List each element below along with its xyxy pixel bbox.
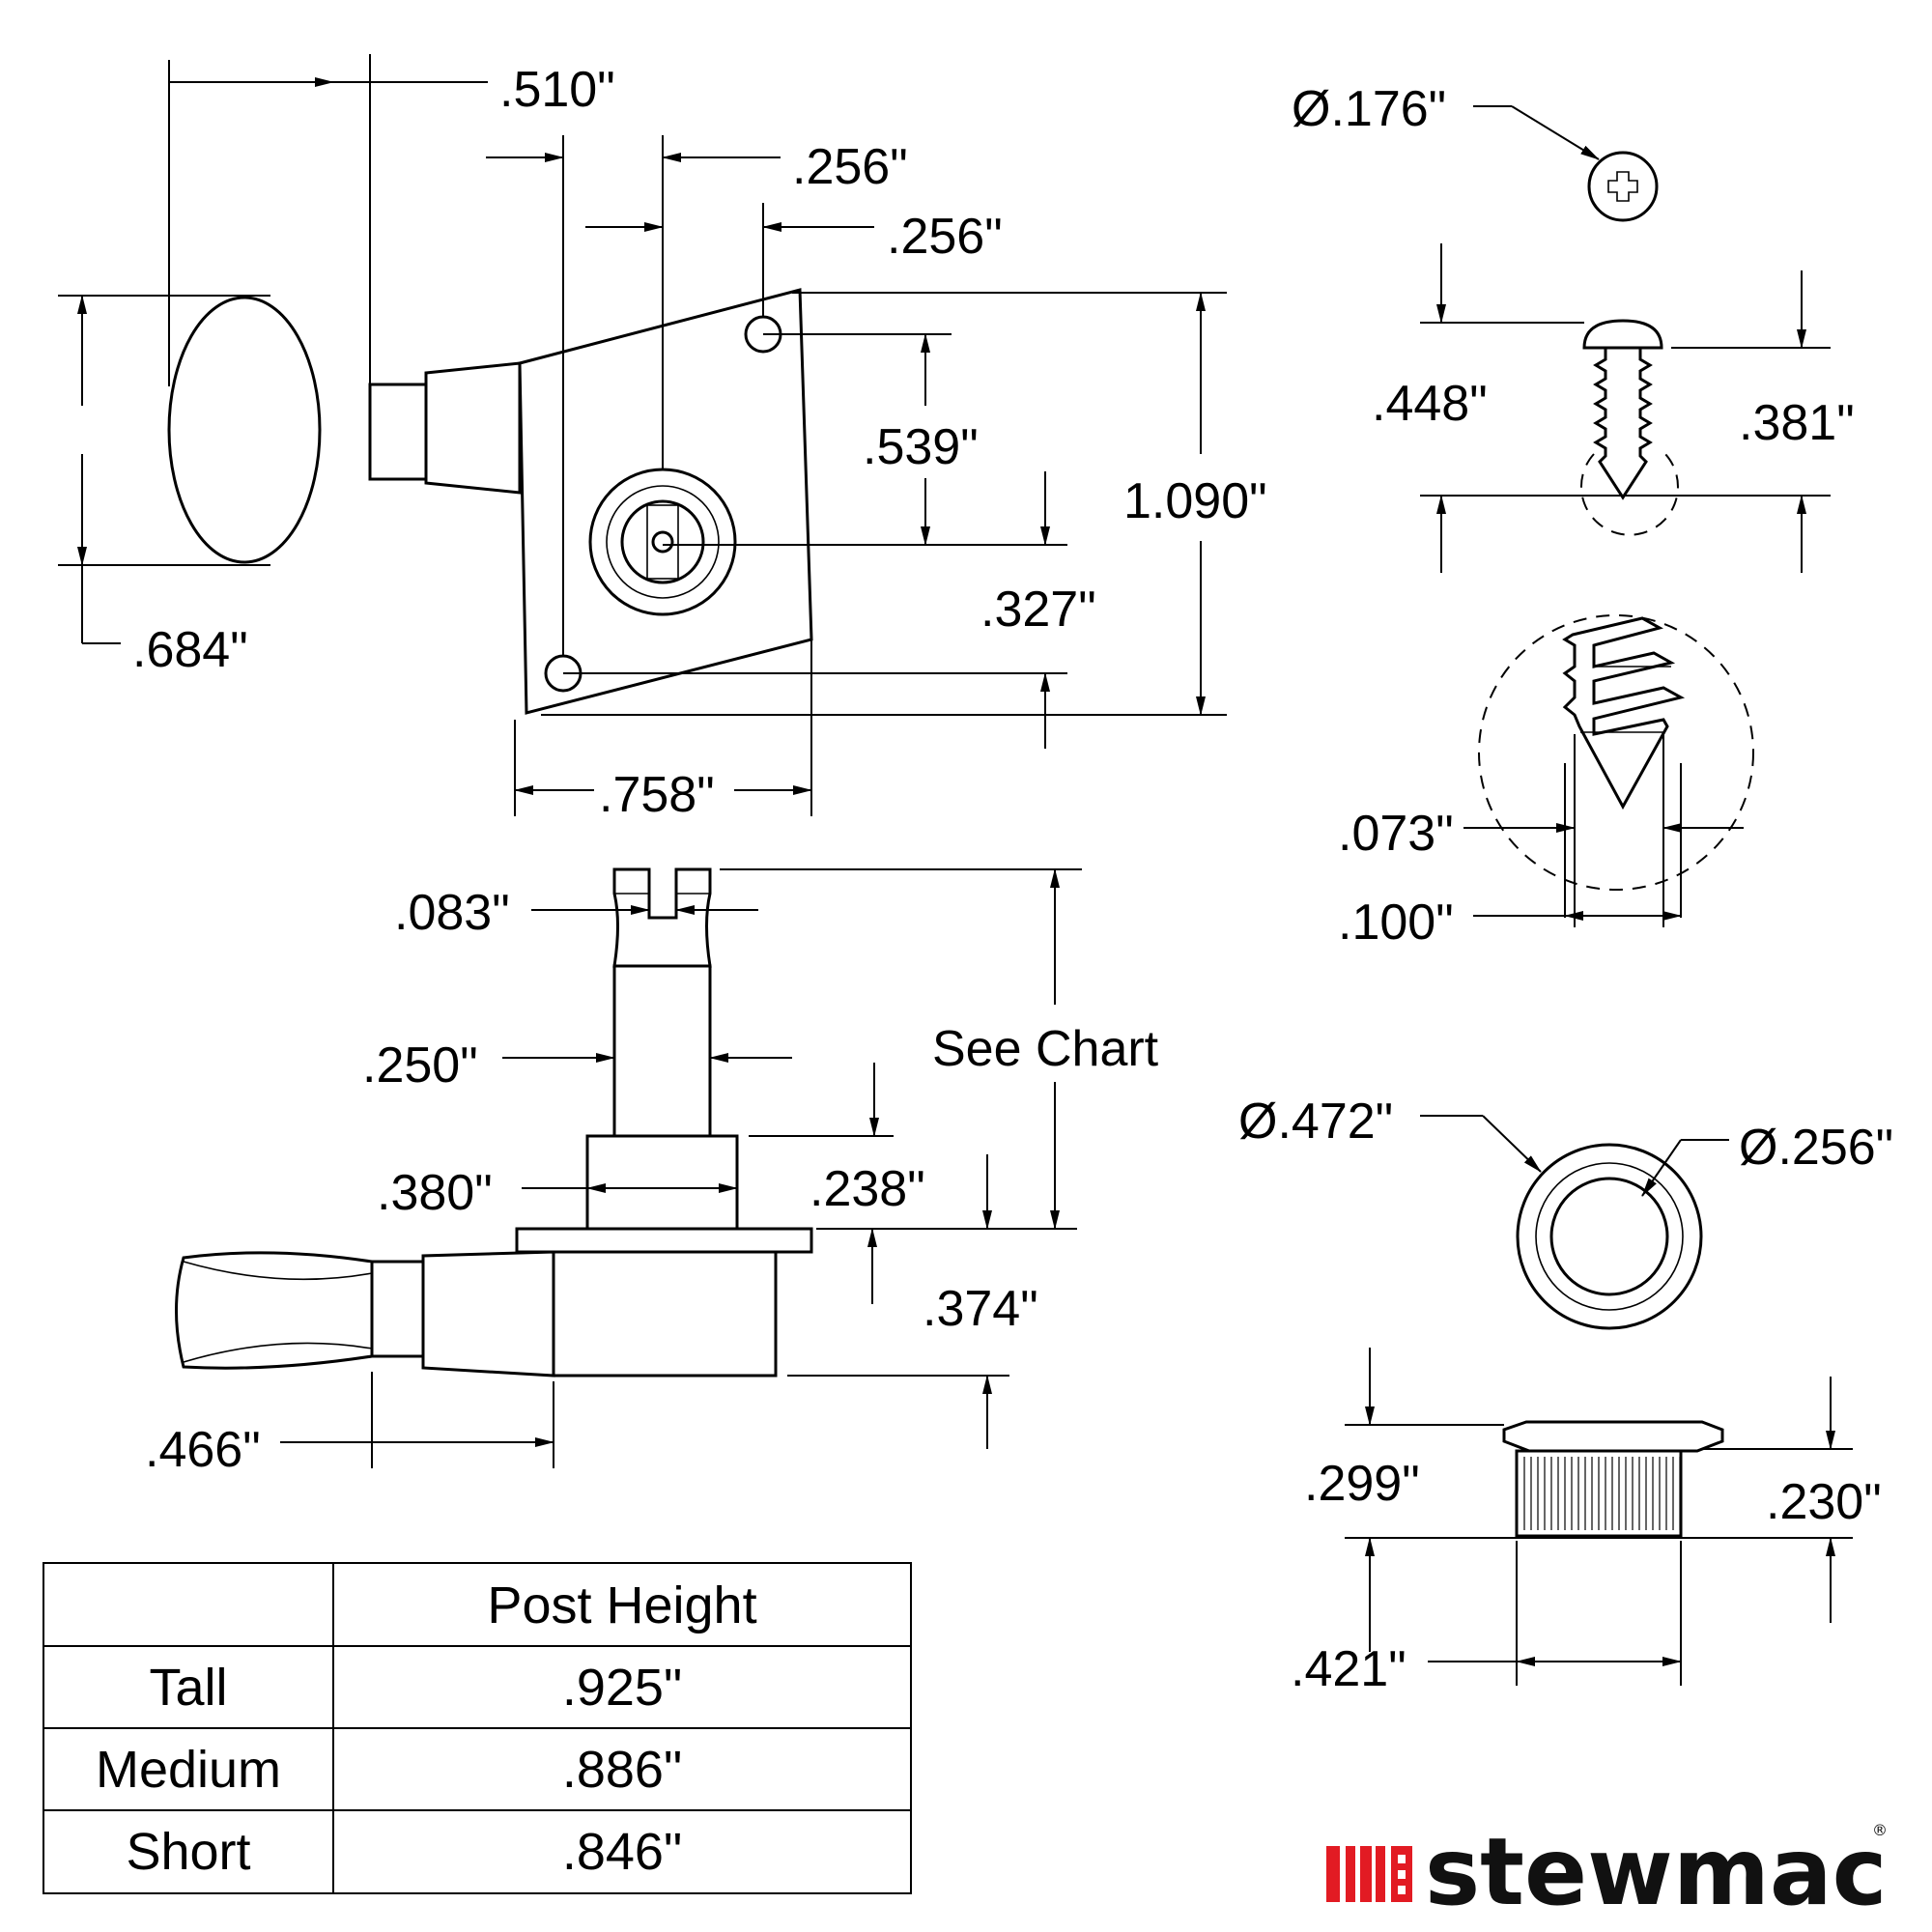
screw-head-top <box>1587 151 1659 222</box>
tuner-collar <box>424 361 522 495</box>
screw-threads <box>1593 346 1653 500</box>
dim-screw-thread-dia: .100" <box>1338 895 1454 951</box>
dim-post-to-lower-hole-y: .327" <box>980 582 1096 638</box>
dim-button-offset: .510" <box>499 62 615 118</box>
dim-screw-head-dia: Ø.176" <box>1292 81 1446 137</box>
tuner-front-view: .510" .684" .256" .256" .539" .327" 1.09… <box>58 54 1267 823</box>
dim-button-height: .684" <box>132 622 248 678</box>
post-top-slotted <box>612 867 712 968</box>
phillips-icon <box>1607 171 1638 202</box>
shaft-cone-side <box>421 1250 555 1378</box>
table-row-value: .846" <box>562 1823 682 1881</box>
post-string-hole <box>651 530 674 554</box>
dim-screw-root-dia: .073" <box>1338 806 1454 862</box>
dim-bushing-knurl-height: .230" <box>1766 1474 1882 1530</box>
screw-head-side <box>1582 319 1663 350</box>
post-height-table: Post Height Tall .925" Medium .886" Shor… <box>43 1562 912 1894</box>
post-ring <box>606 485 720 599</box>
post-side <box>612 964 712 1138</box>
bushing-mid <box>1535 1162 1684 1311</box>
table-row-value: .886" <box>562 1741 682 1799</box>
dim-bushing-outer-dia: Ø.472" <box>1238 1094 1393 1150</box>
table-row-value: .925" <box>562 1659 682 1717</box>
dim-shaft-length: .466" <box>145 1422 261 1478</box>
dim-plate-height: 1.090" <box>1123 473 1267 529</box>
table-row-label: Tall <box>149 1659 227 1717</box>
dim-bushing-height: .299" <box>1304 1456 1420 1512</box>
tuner-side-view: .083" .250" See Chart .380" .238" .374" … <box>145 867 1159 1478</box>
dim-slot-width: .083" <box>394 885 510 941</box>
dim-screw-shank-length: .381" <box>1739 395 1855 451</box>
dim-post-to-hole-y: .539" <box>863 419 979 475</box>
dim-hole-offset-x: .256" <box>887 209 1003 265</box>
bushing-flange-side <box>1502 1420 1724 1453</box>
knurl-lines <box>1523 1457 1681 1530</box>
thread-detail-circle <box>1478 614 1754 891</box>
tuner-shaft <box>368 383 430 481</box>
dim-plate-width: .758" <box>599 767 715 823</box>
thread-detail <box>1562 616 1686 810</box>
stewmac-logo-mark <box>1326 1846 1412 1902</box>
gear-housing-side <box>552 1250 778 1378</box>
bushing-inner <box>1549 1177 1669 1296</box>
stewmac-wordmark: stewmac <box>1425 1818 1888 1926</box>
dim-post-diameter: .250" <box>362 1037 478 1094</box>
post-collar-side <box>585 1134 739 1231</box>
dim-post-offset-x: .256" <box>792 139 908 195</box>
dim-bushing-knurl-dia: .421" <box>1291 1641 1406 1697</box>
plate-flange-side <box>515 1227 813 1254</box>
dim-housing-height: .374" <box>923 1281 1038 1337</box>
post-slot <box>646 504 679 580</box>
table-header: Post Height <box>487 1577 756 1634</box>
dim-bushing-inner-dia: Ø.256" <box>1739 1120 1893 1176</box>
bushing: Ø.472" Ø.256" .299" .230" .421" <box>1238 1094 1893 1697</box>
table-row-label: Medium <box>96 1741 281 1799</box>
dim-see-chart: See Chart <box>932 1021 1159 1077</box>
mounting-screw: Ø.176" .448" .381" .073" <box>1292 81 1855 951</box>
stewmac-logo: stewmac ® <box>1326 1818 1888 1926</box>
shaft-side <box>370 1260 425 1358</box>
table-row-label: Short <box>126 1823 250 1881</box>
tuner-button <box>167 296 322 564</box>
dim-collar-width: .380" <box>377 1165 493 1221</box>
dim-screw-total-length: .448" <box>1372 376 1488 432</box>
registered-mark: ® <box>1872 1821 1888 1839</box>
button-side <box>175 1251 374 1370</box>
dim-collar-height: .238" <box>810 1161 925 1217</box>
